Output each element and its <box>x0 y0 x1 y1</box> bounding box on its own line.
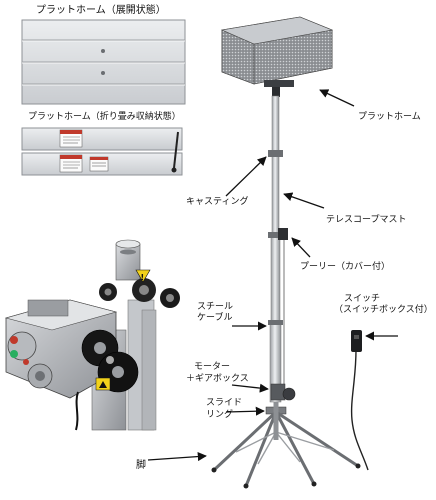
label-casting: キャスティング <box>186 197 249 207</box>
platform-folded-figure <box>21 127 183 176</box>
arrow-pulley <box>291 237 311 258</box>
arrow-motor <box>231 383 269 393</box>
label-slide-ring-line2: リング <box>206 410 234 420</box>
label-steel-cable-line2: ケーブル <box>197 313 233 323</box>
arrow-leg <box>147 452 207 462</box>
pulley-cover <box>278 228 288 240</box>
telescope-mast-figure <box>211 95 361 489</box>
svg-text:!: ! <box>141 273 145 282</box>
switch-box-icon <box>351 330 362 352</box>
platform-light-box <box>220 16 334 97</box>
label-platform: プラットホーム <box>358 112 421 122</box>
label-platform-deployed: プラットホーム（展開状態） <box>36 5 166 16</box>
tripod-legs <box>212 410 360 488</box>
label-switch-line1: スイッチ <box>344 294 381 304</box>
platform-bolt-icon <box>101 49 105 53</box>
arrow-platform <box>319 89 355 107</box>
warning-triangle-icon <box>135 269 151 283</box>
label-motor-line2: ＋ギアボックス <box>186 374 249 384</box>
motor-closeup-figure: ! <box>4 239 180 431</box>
green-button-icon <box>10 350 18 358</box>
label-telescope-mast: テレスコープマスト <box>326 215 407 225</box>
red-button-icon <box>10 336 18 344</box>
mast-motor-icon <box>282 387 296 401</box>
mast-motor-gearbox <box>270 383 286 401</box>
arrow-casting <box>225 156 267 197</box>
label-slide-ring-line1: スライド <box>206 398 243 408</box>
label-pulley: プーリー（カバー付） <box>300 262 391 272</box>
platform-deployed-figure <box>21 19 186 105</box>
platform-handle-icon <box>171 167 177 173</box>
label-switch-line2: （スイッチボックス付） <box>334 305 433 315</box>
label-steel-cable-line1: スチール <box>197 302 234 312</box>
label-leg: 脚 <box>136 460 146 471</box>
label-motor-line1: モーター <box>194 362 231 372</box>
label-platform-folded: プラットホーム（折り畳み収納状態） <box>28 112 181 122</box>
switch-box-figure <box>350 330 369 471</box>
casting-collar <box>268 150 283 157</box>
arrow-slide-ring <box>225 406 265 416</box>
arrow-telescope-mast <box>283 192 325 209</box>
callout-arrows <box>147 89 398 462</box>
